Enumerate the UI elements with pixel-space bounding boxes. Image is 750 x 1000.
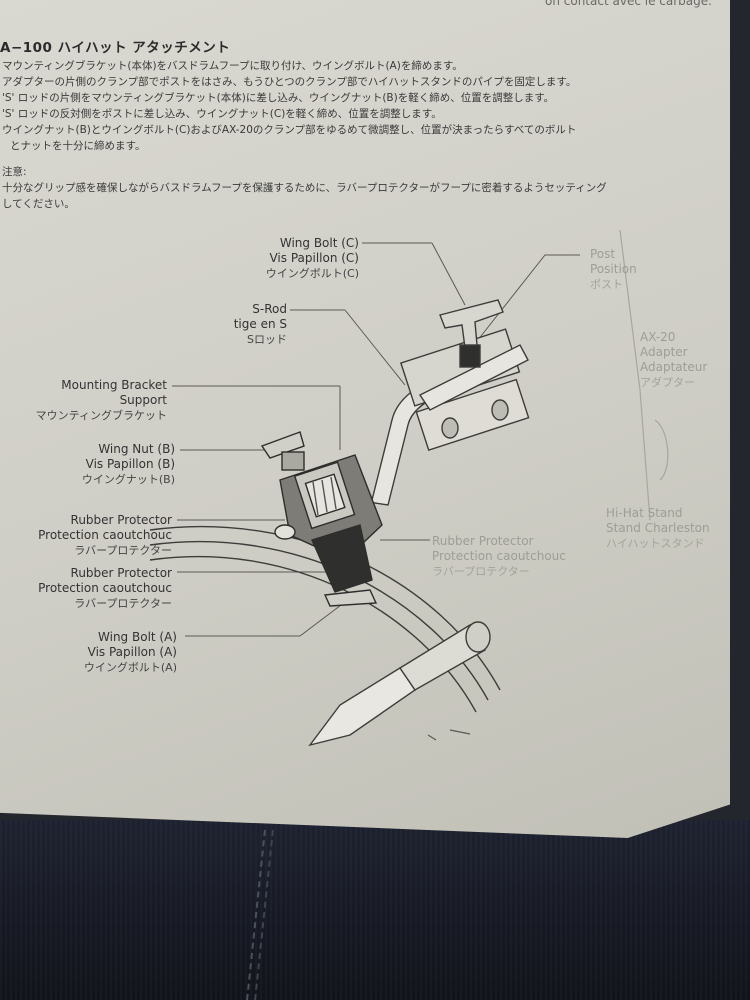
instruction-step-5-cont: とナットを十分に締めます。 [10,140,146,152]
hihat-stand-faint [619,229,669,521]
instruction-sheet: on contact avec le carbage. A−100 ハイハット … [0,0,730,838]
instruction-step-2: アダプターの片側のクランプ部でポストをはさみ、もうひとつのクランプ部でハイハット… [2,76,577,88]
caution-text: 十分なグリップ感を確保しながらバスドラムフープを保護するために、ラバープロテクタ… [2,182,607,194]
label-ax20: AX-20 Adapter Adaptateur アダプター [640,330,708,389]
label-mounting-bracket: Mounting Bracket Support マウンティングブラケット [35,378,167,422]
instruction-step-5: ウイングナット(B)とウイングボルト(C)およびAX-20のクランプ部をゆるめて… [2,124,577,136]
post-tube [418,344,529,411]
label-rubber-protector-2: Rubber Protector Protection caoutchouc ラ… [38,566,172,610]
leader-post [469,254,580,351]
caution-label: 注意: [2,166,27,178]
instruction-step-1: マウンティングブラケット(本体)をバスドラムフープに取り付け、ウイングボルト(A… [2,60,463,72]
label-post: Post Position ポスト [590,247,637,291]
wing-bolt-c-shape [439,299,504,368]
label-rubber-protector-3: Rubber Protector Protection caoutchouc ラ… [432,534,566,578]
label-wing-bolt-c: Wing Bolt (C) Vis Papillon (C) ウイングボルト(C… [265,236,359,280]
label-rubber-protector-1: Rubber Protector Protection caoutchouc ラ… [38,513,172,557]
top-cut-text: on contact avec le carbage. [545,0,712,8]
pencil-marks [427,729,471,741]
hihat-pedal-legs [308,621,491,747]
mounting-bracket-shape [260,431,383,607]
page-title: A−100 ハイハット アタッチメント [0,40,231,56]
label-hihat-stand: Hi-Hat Stand Stand Charleston ハイハットスタンド [606,506,710,550]
label-s-rod: S-Rod tige en S Sロッド [233,302,287,346]
caution-text-cont: してください。 [2,198,75,210]
instruction-step-4: 'S' ロッドの反対側をポストに差し込み、ウイングナット(C)を軽く締め、位置を… [2,108,442,120]
denim-background [0,820,750,1000]
label-wing-nut-b: Wing Nut (B) Vis Papillon (B) ウイングナット(B) [81,442,175,486]
label-wing-bolt-a: Wing Bolt (A) Vis Papillon (A) ウイングボルト(A… [83,630,177,674]
hihat-attachment-diagram [149,229,669,747]
instruction-step-3: 'S' ロッドの片側をマウンティングブラケット(本体)に差し込み、ウイングナット… [2,92,555,104]
